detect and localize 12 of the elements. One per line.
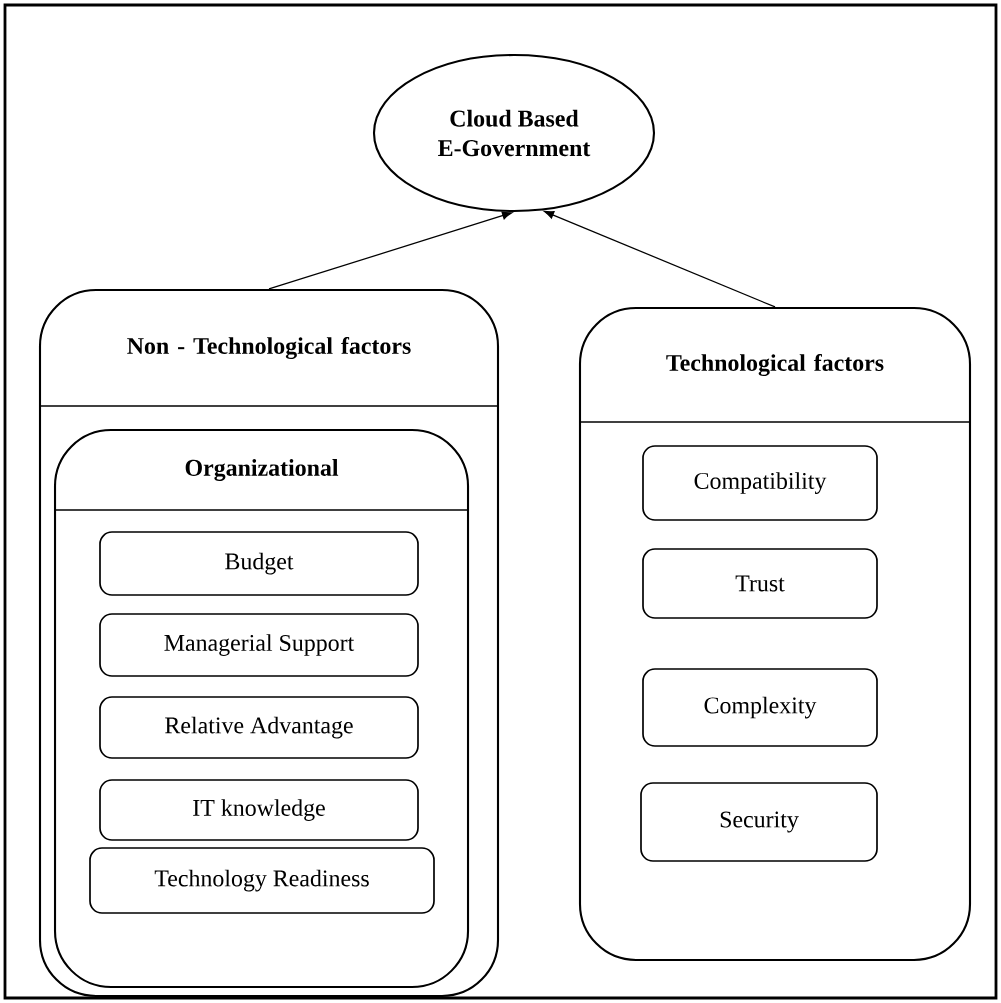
arrow (543, 210, 776, 308)
factor-box: Security (640, 782, 878, 862)
ellipse-node: Cloud Based E-Government (372, 53, 656, 213)
factor-box: Trust (642, 548, 878, 619)
factor-box: Complexity (642, 668, 878, 747)
factor-box: Budget (99, 531, 419, 596)
factor-box: Relative Advantage (99, 696, 419, 759)
factor-box: IT knowledge (99, 779, 419, 841)
factor-box: Managerial Support (99, 613, 419, 677)
factor-box: Compatibility (642, 445, 878, 521)
factor-box: Technology Readiness (89, 847, 435, 914)
arrow (268, 211, 513, 290)
